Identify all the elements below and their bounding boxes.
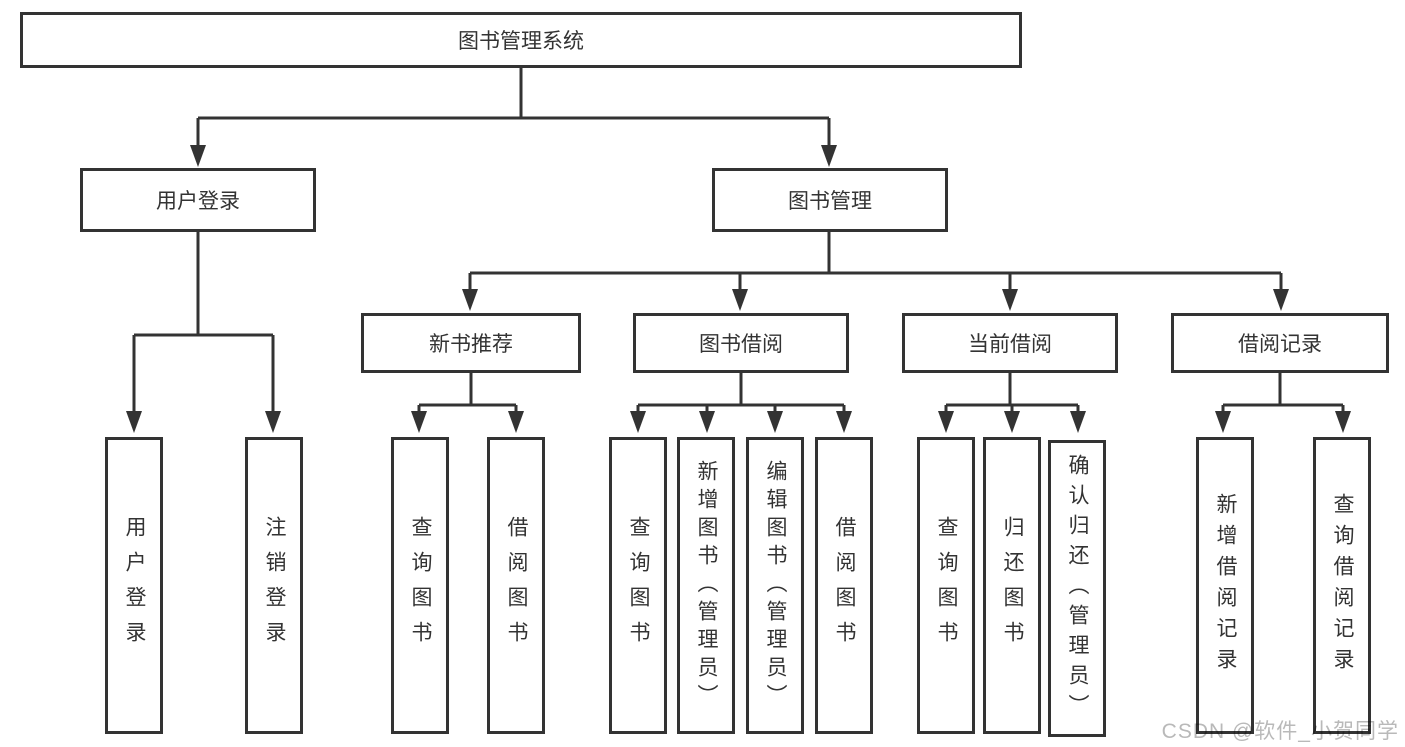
arrowhead-icon	[1273, 289, 1289, 311]
leaf-query-borrow-record: 查询借阅记录	[1313, 437, 1371, 734]
arrowhead-icon	[938, 411, 954, 433]
arrowhead-icon	[1004, 411, 1020, 433]
arrowhead-icon	[767, 411, 783, 433]
leaf-edit-book-admin: 编辑图书（管理员）	[746, 437, 804, 734]
node-label: 用户登录	[156, 190, 240, 213]
arrowhead-icon	[1215, 411, 1231, 433]
arrowhead-icon	[836, 411, 852, 433]
node-label: 图书管理	[788, 190, 872, 213]
node-label: 图书管理系统	[458, 30, 584, 53]
node-borrowing-records: 借阅记录	[1171, 313, 1389, 373]
node-label: 借阅记录	[1238, 333, 1322, 356]
node-label: 确认归还（管理员）	[1066, 453, 1089, 724]
node-label: 用户登录	[123, 515, 146, 656]
leaf-query-books-recommend: 查询图书	[391, 437, 449, 734]
leaf-borrow-books-recommend: 借阅图书	[487, 437, 545, 734]
arrowhead-icon	[411, 411, 427, 433]
leaf-add-book-admin: 新增图书（管理员）	[677, 437, 735, 734]
arrowhead-icon	[630, 411, 646, 433]
node-label: 当前借阅	[968, 333, 1052, 356]
node-book-borrowing: 图书借阅	[633, 313, 849, 373]
node-label: 归还图书	[1001, 515, 1024, 656]
node-book-management: 图书管理	[712, 168, 948, 232]
node-label: 新增图书（管理员）	[695, 459, 718, 712]
node-current-borrowing: 当前借阅	[902, 313, 1118, 373]
leaf-return-books: 归还图书	[983, 437, 1041, 734]
node-label: 借阅图书	[833, 515, 856, 656]
arrowhead-icon	[1002, 289, 1018, 311]
node-label: 查询图书	[627, 515, 650, 656]
connector-path	[132, 68, 1345, 414]
arrowhead-icon	[732, 289, 748, 311]
leaf-logout: 注销登录	[245, 437, 303, 734]
node-label: 查询借阅记录	[1331, 492, 1354, 679]
leaf-add-borrow-record: 新增借阅记录	[1196, 437, 1254, 734]
watermark-text: CSDN @软件_小贺同学	[1161, 720, 1399, 743]
arrowhead-icon	[126, 411, 142, 433]
arrowhead-icon	[1070, 411, 1086, 433]
leaf-query-books-current: 查询图书	[917, 437, 975, 734]
node-label: 新增借阅记录	[1214, 492, 1237, 679]
node-label: 查询图书	[409, 515, 432, 656]
node-label: 注销登录	[263, 515, 286, 656]
leaf-confirm-return-admin: 确认归还（管理员）	[1048, 440, 1106, 737]
node-user-login: 用户登录	[80, 168, 316, 232]
leaf-borrow-books-borrowing: 借阅图书	[815, 437, 873, 734]
leaf-query-books-borrowing: 查询图书	[609, 437, 667, 734]
leaf-user-login: 用户登录	[105, 437, 163, 734]
arrowhead-icon	[821, 145, 837, 167]
arrowhead-icon	[699, 411, 715, 433]
arrowhead-icon	[462, 289, 478, 311]
node-label: 编辑图书（管理员）	[764, 459, 787, 712]
arrowhead-icon	[1335, 411, 1351, 433]
node-label: 图书借阅	[699, 333, 783, 356]
node-label: 借阅图书	[505, 515, 528, 656]
node-label: 新书推荐	[429, 333, 513, 356]
arrowhead-group	[126, 145, 1351, 433]
arrowhead-icon	[265, 411, 281, 433]
arrowhead-icon	[508, 411, 524, 433]
node-new-book-recommendation: 新书推荐	[361, 313, 581, 373]
node-label: 查询图书	[935, 515, 958, 656]
arrowhead-icon	[190, 145, 206, 167]
node-library-management-system: 图书管理系统	[20, 12, 1022, 68]
